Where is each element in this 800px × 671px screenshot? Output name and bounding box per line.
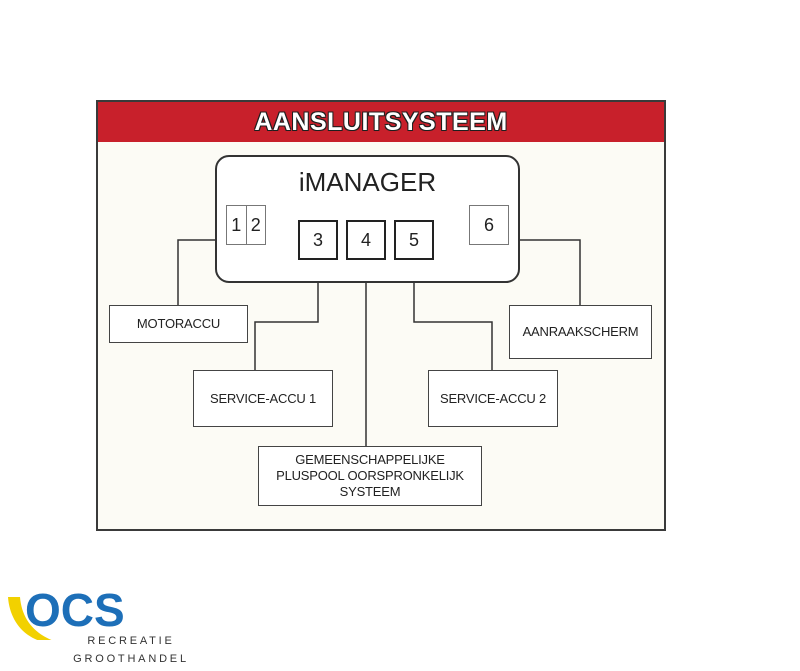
motoraccu-label: MOTORACCU xyxy=(136,316,221,331)
wire-service-accu-2 xyxy=(413,260,493,370)
aanraakscherm-box: AANRAAKSCHERM xyxy=(509,305,652,359)
port-5: 5 xyxy=(394,220,434,260)
port-1-label: 1 xyxy=(231,214,242,235)
port-1-2: 1 2 xyxy=(226,205,266,245)
motoraccu-box: MOTORACCU xyxy=(109,305,248,343)
wire-aanraakscherm xyxy=(520,239,581,305)
port-2-label: 2 xyxy=(245,206,266,244)
ocs-logo: OCS RECREATIE GROOTHANDEL xyxy=(0,580,200,671)
logo-mark-text: OCS xyxy=(25,584,125,636)
service-accu-2-box: SERVICE-ACCU 2 xyxy=(428,370,558,427)
port-3: 3 xyxy=(298,220,338,260)
imanager-unit: iMANAGER 1 2 3 4 5 6 xyxy=(215,155,520,283)
logo-line-groothandel: GROOTHANDEL xyxy=(73,653,189,665)
title-bar: AANSLUITSYSTEEM xyxy=(98,102,664,142)
logo-swoosh-icon xyxy=(8,597,64,645)
service-accu-1-box: SERVICE-ACCU 1 xyxy=(193,370,333,427)
imanager-label: iMANAGER xyxy=(298,167,437,197)
service-accu-2-label: SERVICE-ACCU 2 xyxy=(439,390,547,406)
diagram-title: AANSLUITSYSTEEM xyxy=(254,107,508,136)
ocs-logo-mark: OCS xyxy=(8,584,125,645)
logo-line-recreatie: RECREATIE xyxy=(87,635,175,647)
aanraakscherm-label: AANRAAKSCHERM xyxy=(522,324,639,339)
pluspool-line-2: PLUSPOOL OORSPRONKELIJK xyxy=(276,468,464,483)
port-4: 4 xyxy=(346,220,386,260)
port-6: 6 xyxy=(469,205,509,245)
pluspool-box: GEMEENSCHAPPELIJKE PLUSPOOL OORSPRONKELI… xyxy=(258,446,482,506)
wire-motoraccu xyxy=(177,239,215,305)
service-accu-1-label: SERVICE-ACCU 1 xyxy=(209,390,317,406)
pluspool-line-3: SYSTEEM xyxy=(339,484,401,499)
pluspool-line-1: GEMEENSCHAPPELIJKE xyxy=(295,452,445,467)
wire-service-accu-1 xyxy=(254,260,319,370)
